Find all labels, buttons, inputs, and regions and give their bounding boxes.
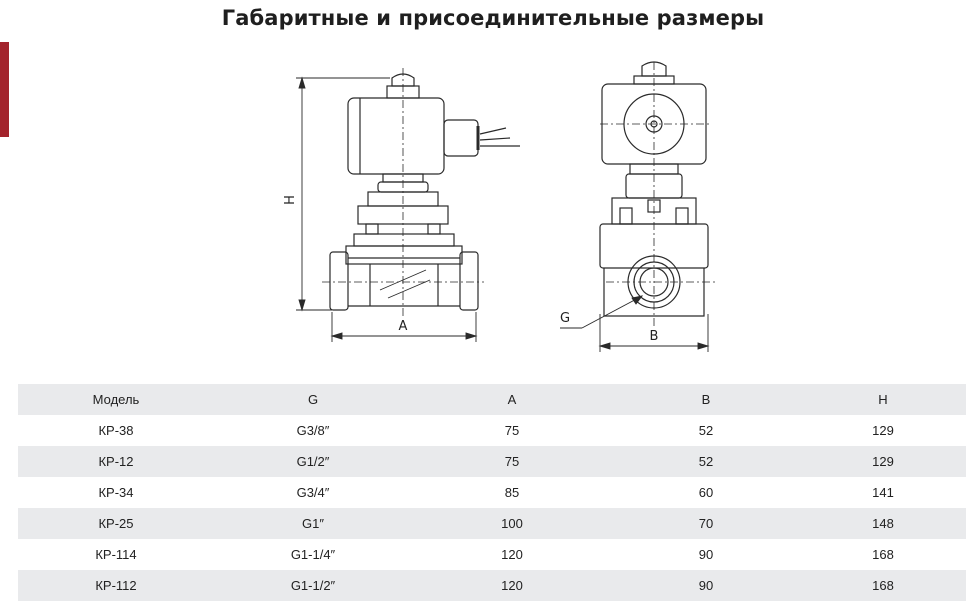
header-model: Модель [18,384,214,415]
header-a: A [412,384,612,415]
width-b-label: B [650,329,659,344]
table-row: КР-34 G3/4″ 85 60 141 [18,477,966,508]
header-g: G [214,384,412,415]
valve-dimension-drawing: H A [270,58,730,358]
cell-h: 129 [800,446,966,477]
cell-b: 52 [698,423,714,438]
cell-b: 70 [612,508,800,539]
cell-model: КР-114 [95,547,137,562]
accent-bar [0,42,9,137]
width-a-dimension [330,312,478,342]
cell-h: 168 [800,570,966,601]
cell-a: 100 [412,508,612,539]
cell-g: G1″ [214,508,412,539]
cell-b: 52 [612,446,800,477]
cell-g: G1-1/2″ [214,570,412,601]
header-h: H [800,384,966,415]
cell-model: КР-112 [18,570,214,601]
cell-h: 129 [872,423,894,438]
dimensions-table: Модель G A B H КР-38 G3/8″ 75 52 129 КР-… [18,384,966,601]
table-row: КР-25 G1″ 100 70 148 [18,508,966,539]
table-row: КР-38 G3/8″ 75 52 129 [18,415,966,446]
cell-model: КР-12 [18,446,214,477]
page-title: Габаритные и присоединительные размеры [221,6,765,30]
front-view [599,61,716,326]
cell-model: КР-25 [18,508,214,539]
table-header-row: Модель G A B H [18,384,966,415]
cell-b: 60 [698,485,714,500]
cell-a: 75 [504,423,520,438]
header-b: B [612,384,800,415]
cell-a: 85 [504,485,520,500]
width-a-label: A [399,319,408,334]
cell-g: G3/4″ [296,485,330,500]
cell-b: 90 [698,547,714,562]
table-row: КР-112 G1-1/2″ 120 90 168 [18,570,966,601]
valve-drawing-svg: H A [283,61,716,352]
cell-b: 90 [612,570,800,601]
cell-h: 168 [872,547,894,562]
cell-g: G1/2″ [214,446,412,477]
cell-a: 120 [412,570,612,601]
cell-h: 148 [800,508,966,539]
height-dimension [296,76,390,312]
cell-g: G1-1/4″ [290,547,336,562]
height-label: H [283,195,298,205]
cell-g: G3/8″ [296,423,330,438]
thread-leader [560,295,644,329]
thread-label: G [560,311,570,326]
side-view [322,68,520,316]
cell-model: КР-34 [98,485,134,500]
table-row: КР-114 G1-1/4″ 120 90 168 [18,539,966,570]
cell-a: 120 [501,547,523,562]
table-row: КР-12 G1/2″ 75 52 129 [18,446,966,477]
width-b-dimension [598,314,710,352]
cell-h: 141 [872,485,894,500]
cell-a: 75 [412,446,612,477]
cell-model: КР-38 [98,423,134,438]
